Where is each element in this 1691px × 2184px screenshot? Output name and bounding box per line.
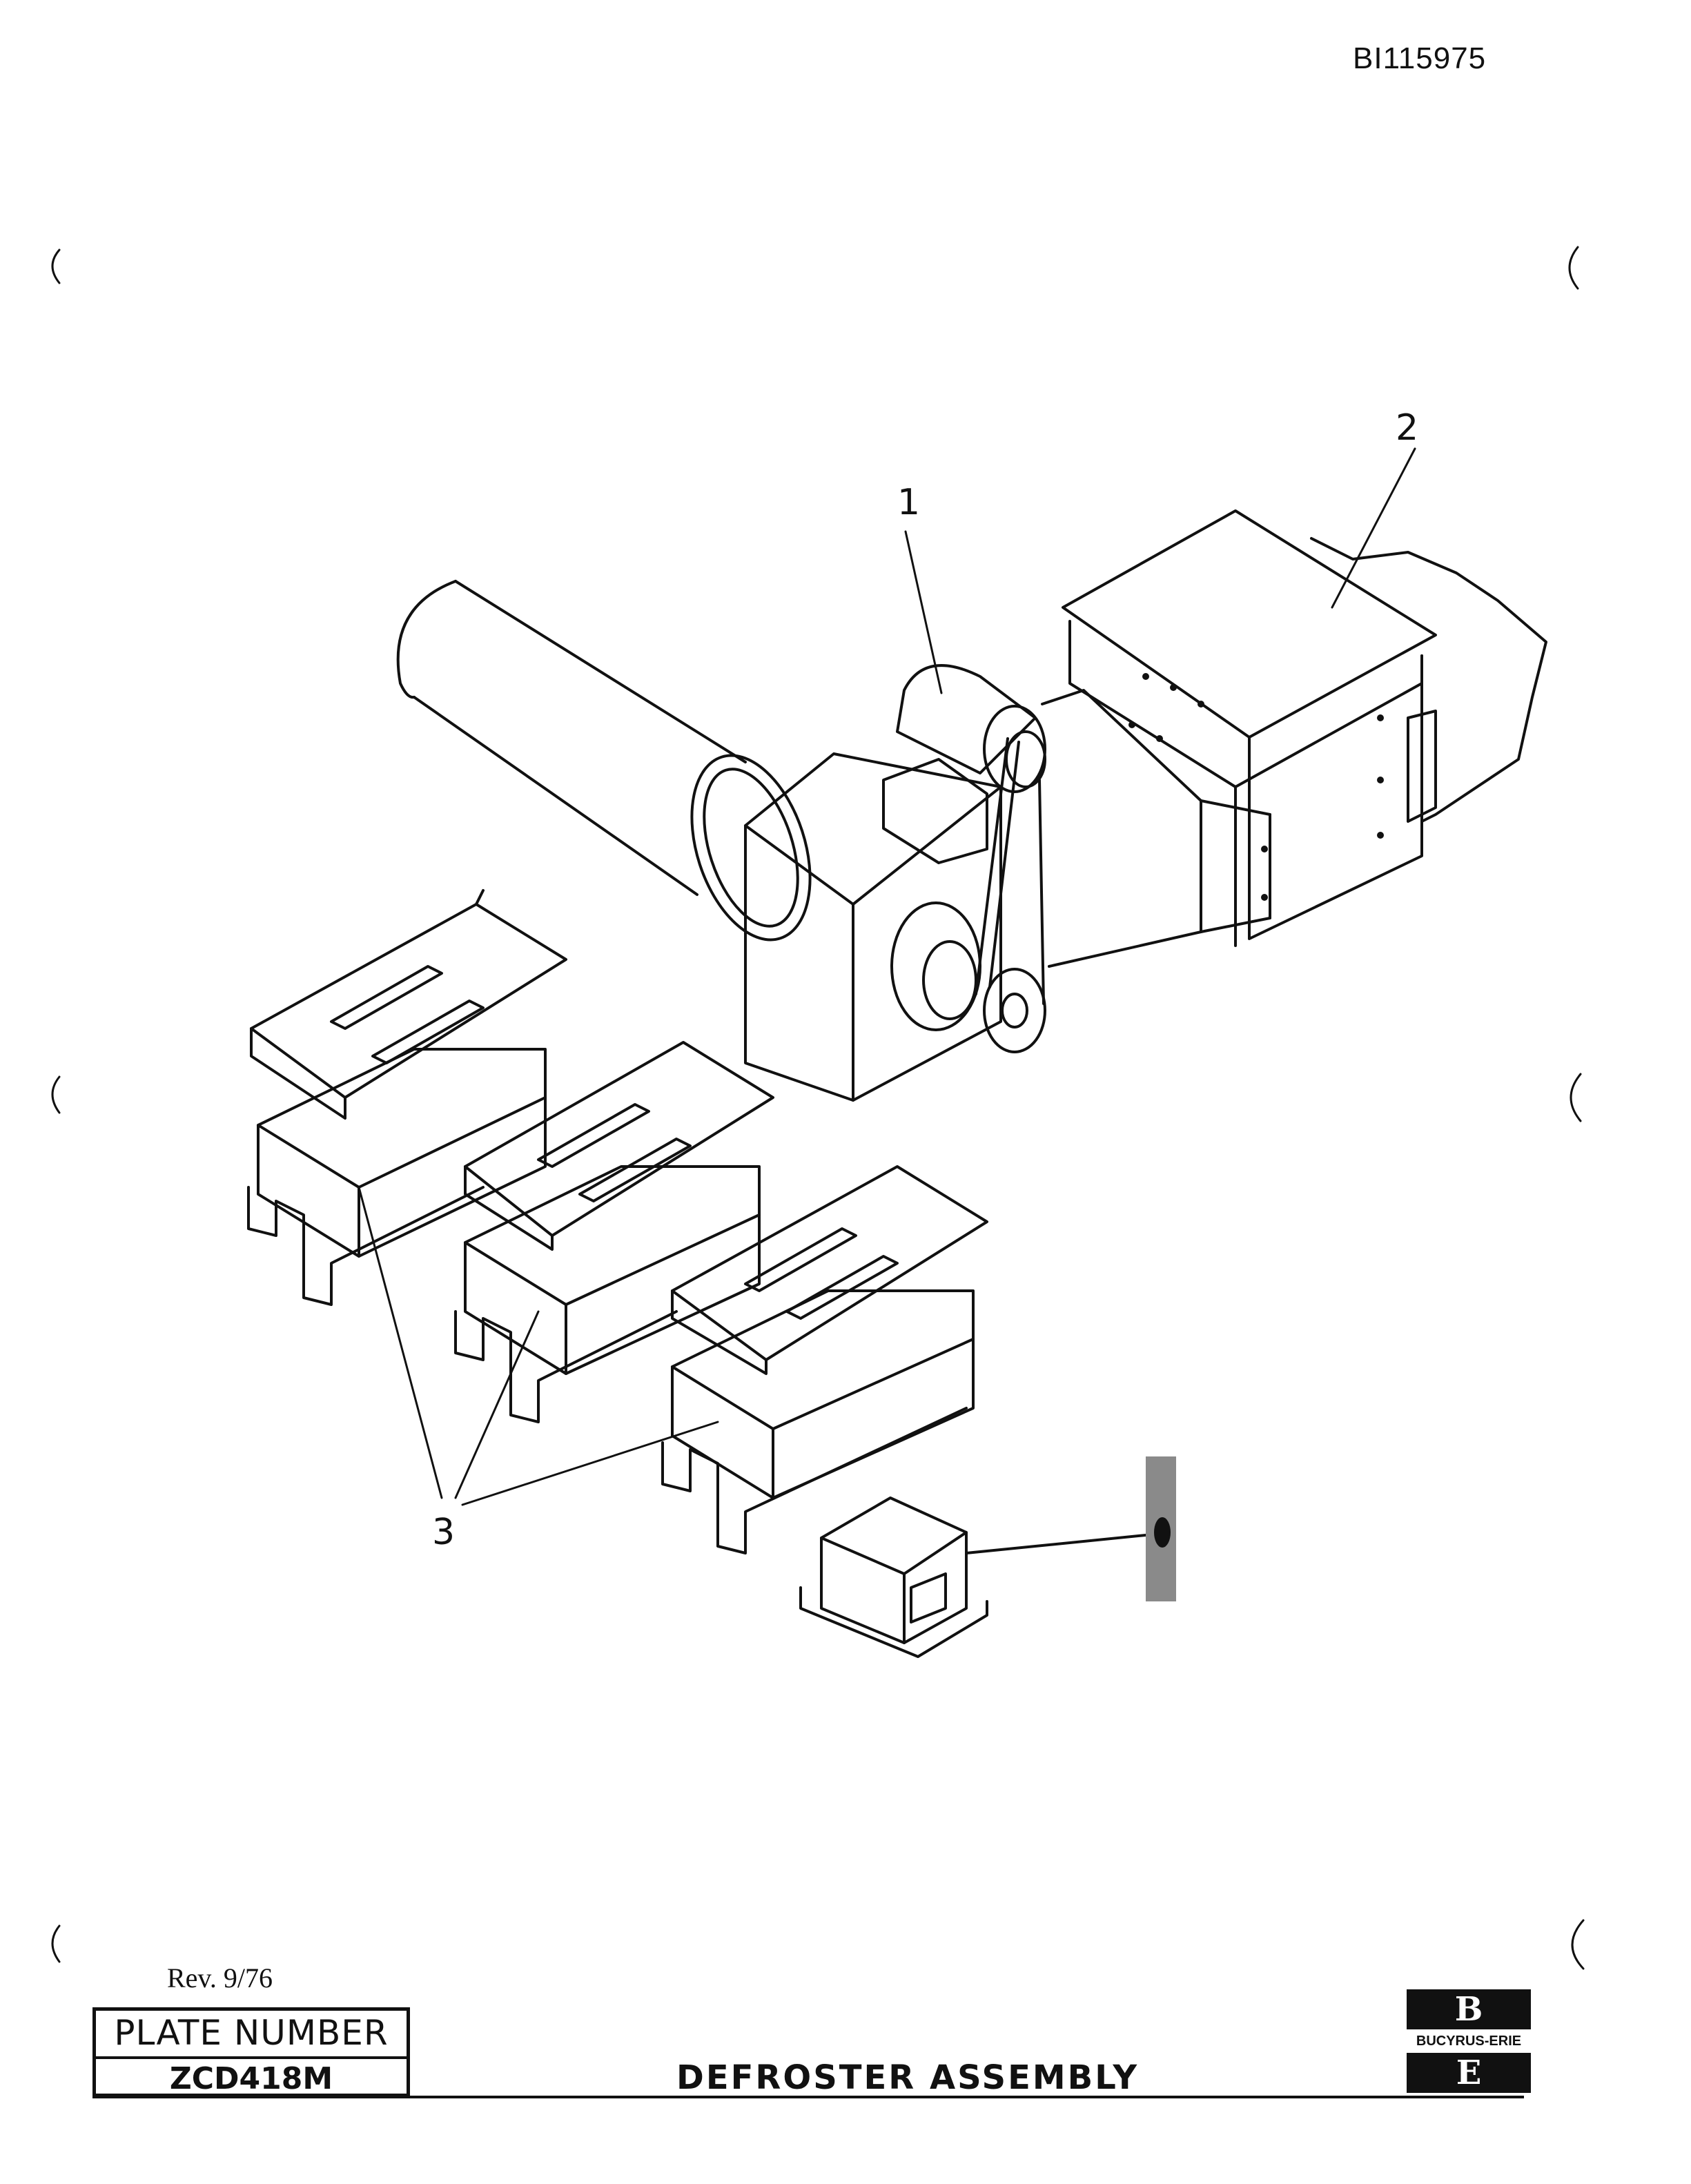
heater-box — [1062, 509, 1547, 947]
document-id: BI115975 — [1353, 41, 1487, 75]
plate-number-box: PLATE NUMBER ZCD418M — [92, 2007, 410, 2097]
callout-1: 1 — [897, 482, 921, 523]
duct — [1041, 689, 1271, 968]
small-motor — [882, 664, 1046, 864]
company-name: BUCYRUS-ERIE — [1416, 2034, 1522, 2049]
document-title: DEFROSTER ASSEMBLY — [676, 2058, 1140, 2097]
plate-number-value: ZCD418M — [169, 2061, 333, 2096]
blower-cylinder — [396, 580, 812, 942]
punch-hole-marks — [51, 246, 1585, 1970]
heater-unit-1 — [247, 889, 567, 1306]
heater-unit-3 — [661, 1165, 988, 1554]
motor-housing-box — [744, 752, 1002, 1102]
callout-3: 3 — [432, 1512, 456, 1553]
plate-number-label: PLATE NUMBER — [96, 2011, 407, 2059]
company-logo: B BUCYRUS-ERIE E — [1407, 1989, 1531, 2093]
leader-lines — [358, 447, 1416, 1506]
title-rule — [92, 2096, 1524, 2098]
revision-note: Rev. 9/76 — [167, 1962, 273, 1993]
heater-unit-2 — [454, 1041, 774, 1423]
logo-bottom-block: E — [1407, 2053, 1531, 2093]
logo-top-block: B — [1407, 1989, 1531, 2029]
belt-drive — [975, 730, 1046, 1053]
callout-2: 2 — [1396, 407, 1419, 449]
control-box — [799, 1456, 1176, 1658]
